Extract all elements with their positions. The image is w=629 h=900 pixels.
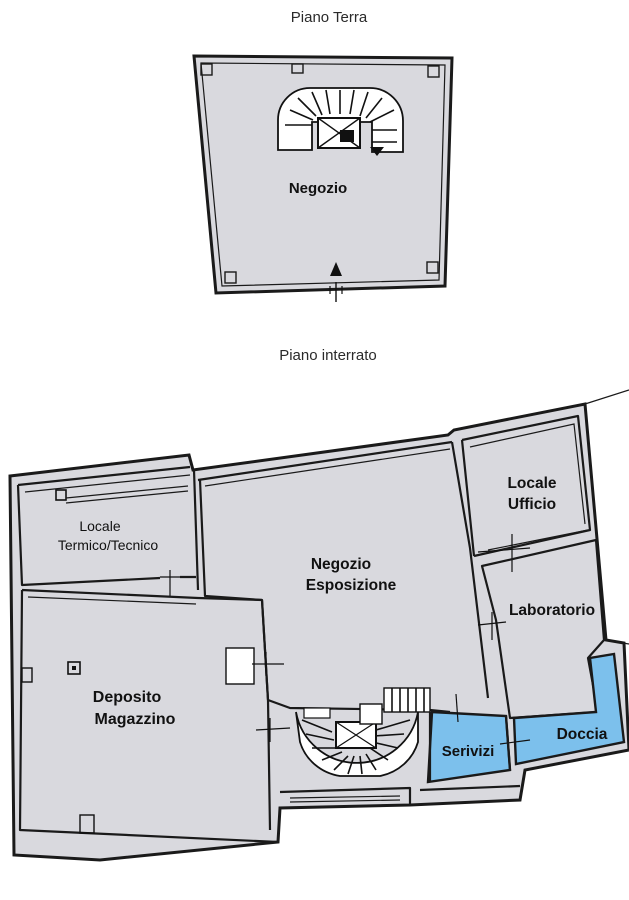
room-label-locale-ufficio-line1: Locale [507, 475, 556, 492]
room-label-locale-ufficio-line2: Ufficio [508, 496, 556, 513]
room-label-deposito-line2: Magazzino [95, 711, 176, 728]
room-label-laboratorio: Laboratorio [509, 602, 595, 619]
room-label-deposito-line1: Deposito [93, 689, 162, 706]
basement-title: Piano interrato [279, 347, 377, 364]
ground-floor-plan [192, 54, 454, 302]
ground-floor-staircase [277, 87, 404, 156]
basement-plan [8, 389, 629, 862]
room-label-serivizi: Serivizi [442, 743, 495, 760]
room-label-negozio-esposizione-line1: Negozio [311, 556, 371, 573]
ground-floor-entrance-arrow [329, 262, 343, 302]
room-label-negozio-esposizione-line2: Esposizione [306, 577, 397, 594]
ground-floor-title: Piano Terra [291, 9, 368, 26]
room-label-negozio: Negozio [289, 180, 347, 197]
room-label-locale-termico-line2: Termico/Tecnico [58, 537, 159, 553]
room-label-doccia: Doccia [557, 726, 608, 743]
room-doccia-area [512, 652, 626, 766]
room-label-locale-termico-line1: Locale [79, 518, 120, 534]
basement-staircase [295, 687, 431, 777]
